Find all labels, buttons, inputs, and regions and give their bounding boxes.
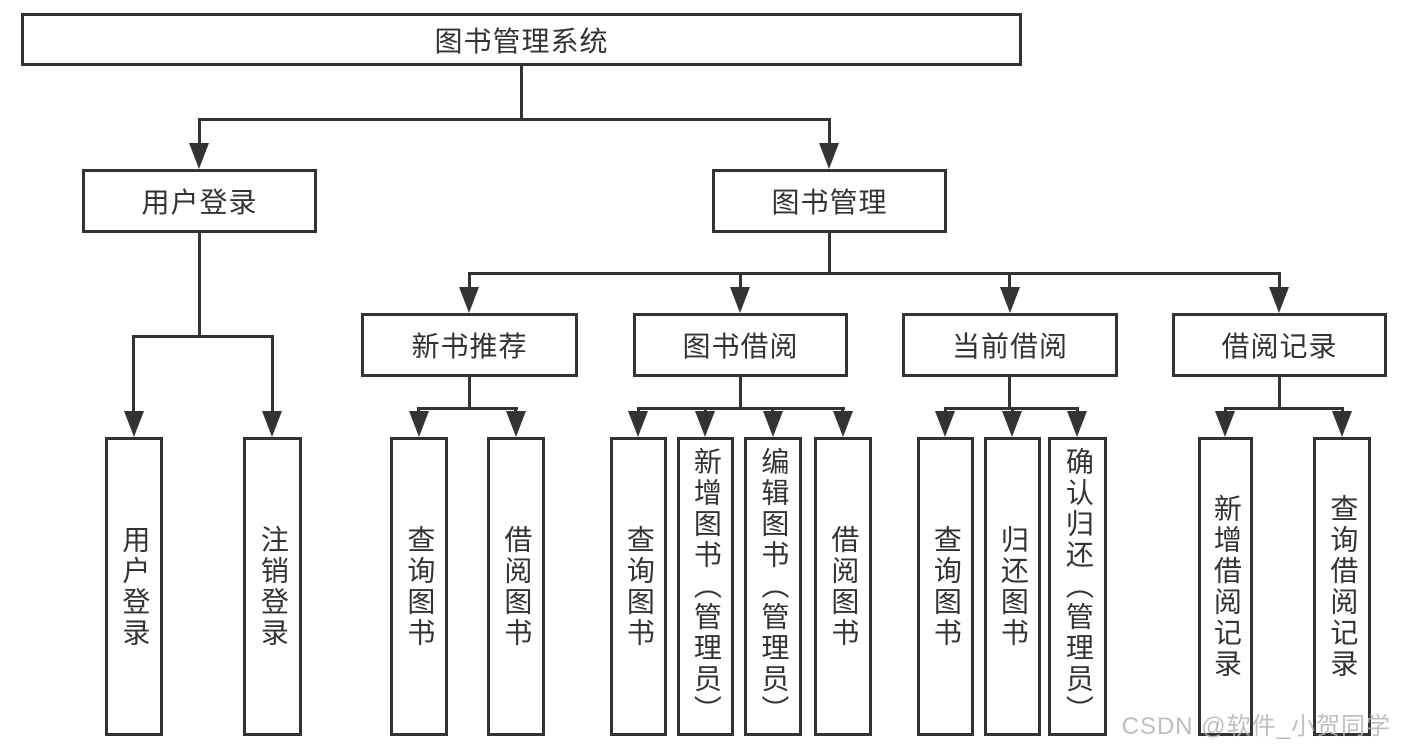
connector-shaft [841,407,844,414]
arrow-down-icon [1269,287,1289,313]
connector-shaft [944,407,947,414]
connector-shaft [468,272,471,290]
arrow-down-icon [819,143,839,169]
leaf-add-book-admin: 新增图书（管理员） [677,437,734,736]
connector-shaft [1341,407,1344,414]
node-borrowing-records: 借阅记录 [1172,313,1387,377]
node-book-management: 图书管理 [712,169,947,233]
arrow-down-icon [124,411,144,437]
node-book-borrowing: 图书借阅 [633,313,848,377]
arrow-down-icon [763,411,783,437]
leaf-query-books-current: 查询图书 [917,437,974,736]
leaf-confirm-return-admin: 确认归还（管理员） [1048,437,1107,736]
connector-shaft [271,335,274,415]
leaf-borrow-books: 借阅图书 [814,437,872,736]
connector-book-stem [828,233,831,275]
connector-shaft [1224,407,1227,414]
arrow-down-icon [730,287,750,313]
connector-book-rail [468,272,1281,275]
connector-shaft [1008,272,1011,290]
arrow-down-icon [1067,411,1087,437]
arrow-down-icon [628,411,648,437]
connector-shaft [704,407,707,414]
connector-shaft [771,407,774,414]
leaf-add-borrow-record: 新增借阅记录 [1198,437,1253,736]
leaf-borrow-books-recommend: 借阅图书 [487,437,545,736]
arrow-down-icon [833,411,853,437]
connector-shaft [132,335,135,415]
arrow-down-icon [935,411,955,437]
connector-shaft [1076,407,1079,414]
leaf-query-books-recommend: 查询图书 [390,437,448,736]
connector-shaft [198,118,201,146]
connector-shaft [739,272,742,290]
connector-rail [1224,407,1344,410]
leaf-query-borrow-record: 查询借阅记录 [1313,437,1371,736]
connector-shaft [637,407,640,414]
connector-shaft [1011,407,1014,414]
arrow-down-icon [189,143,209,169]
connector-root-rail [198,118,831,121]
arrow-down-icon [695,411,715,437]
arrow-down-icon [262,411,282,437]
arrow-down-icon [409,411,429,437]
arrow-down-icon [1215,411,1235,437]
node-new-book-recommend: 新书推荐 [361,313,578,377]
connector-stem [1008,377,1011,409]
leaf-edit-book-admin: 编辑图书（管理员） [744,437,802,736]
arrow-down-icon [506,411,526,437]
connector-user-rail [132,335,274,338]
leaf-user-login: 用户登录 [105,437,163,736]
connector-stem [739,377,742,409]
arrow-down-icon [1000,287,1020,313]
arrow-down-icon [1002,411,1022,437]
connector-shaft [1278,272,1281,290]
arrow-down-icon [459,287,479,313]
arrow-down-icon [1332,411,1352,437]
leaf-query-books-borrowing: 查询图书 [610,437,667,736]
connector-shaft [417,407,420,414]
connector-stem [468,377,471,409]
connector-root-stem [520,64,523,120]
node-user-login: 用户登录 [82,169,317,233]
leaf-logout: 注销登录 [243,437,302,736]
connector-user-stem [198,233,201,337]
leaf-return-book: 归还图书 [984,437,1041,736]
connector-shaft [514,407,517,414]
connector-shaft [828,118,831,146]
connector-rail [418,407,518,410]
node-current-borrowing: 当前借阅 [902,313,1118,377]
node-library-management-system: 图书管理系统 [21,13,1022,66]
connector-rail [637,407,845,410]
connector-stem [1278,377,1281,409]
watermark: CSDN @软件_小贺同学 [1121,713,1391,740]
